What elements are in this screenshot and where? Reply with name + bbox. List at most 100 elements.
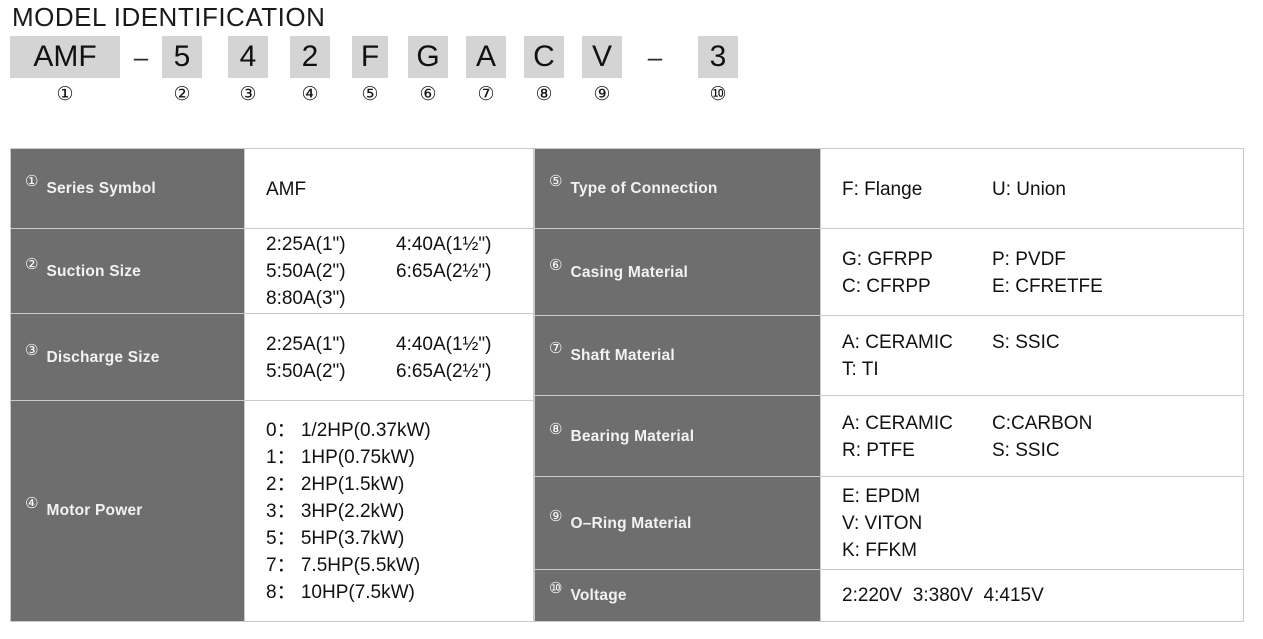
spec-label-text: Shaft Material <box>570 347 675 364</box>
spec-label-text: Series Symbol <box>46 180 156 197</box>
spec-value-line: 5:50A(2")6:65A(2½") <box>266 258 491 285</box>
spec-value-line: E: EPDM <box>842 483 922 510</box>
spec-value-line: 2:220V 3:380V 4:415V <box>842 582 1044 609</box>
table-row: ⑨ O–Ring Material E: EPDM V: VITON K: FFKM <box>535 477 1243 570</box>
row-divider <box>535 228 1243 229</box>
spec-value-col2: C:CARBON <box>992 412 1093 434</box>
spec-value-col1: 7： 7.5HP(5.5kW) <box>266 554 421 576</box>
row-divider <box>11 313 533 314</box>
row-divider <box>11 400 533 401</box>
row-divider <box>535 315 1243 316</box>
spec-value-col1: 2:220V 3:380V 4:415V <box>842 585 1044 606</box>
model-code-segment: 4 <box>228 36 268 78</box>
model-code-segment: 5 <box>162 36 202 78</box>
spec-value-col2: E: CFRETFE <box>992 275 1103 297</box>
spec-value-col1: 2:25A(1") <box>266 333 346 355</box>
spec-value-line: V: VITON <box>842 510 922 537</box>
spec-value-line: 2:25A(1")4:40A(1½") <box>266 331 491 358</box>
spec-value-col1: 8:80A(3") <box>266 288 346 309</box>
spec-value-line: 7： 7.5HP(5.5kW) <box>266 552 431 579</box>
spec-value-col2: 6:65A(2½") <box>396 261 492 282</box>
spec-value-line: 1： 1HP(0.75kW) <box>266 444 431 471</box>
spec-label-text: Suction Size <box>46 262 142 280</box>
model-code-index-mark: ⑨ <box>593 84 611 105</box>
spec-value-col1: 2:25A(1") <box>266 234 346 255</box>
row-divider <box>535 476 1243 477</box>
spec-value-line: C: CFRPP E: CFRETFE <box>842 273 1103 300</box>
spec-value-line: 2： 2HP(1.5kW) <box>266 471 431 498</box>
model-code-index-mark: ⑧ <box>535 84 553 105</box>
spec-index-mark: ④ <box>25 495 39 512</box>
spec-value-cell: 2:220V 3:380V 4:415V <box>820 570 1243 621</box>
model-code-segment: C <box>524 36 564 78</box>
spec-label-cell: ⑨ O–Ring Material <box>535 477 820 570</box>
spec-index-mark: ⑥ <box>549 256 563 274</box>
spec-value-col2: S: SSIC <box>992 332 1060 353</box>
model-code-index-mark: ④ <box>301 84 319 105</box>
spec-value-line: R: PTFE S: SSIC <box>842 437 1092 464</box>
spec-value-col1: K: FFKM <box>842 540 917 561</box>
spec-value-cell: AMF <box>244 149 533 229</box>
spec-value-col1: 2： 2HP(1.5kW) <box>266 473 405 495</box>
spec-value-col1: 5： 5HP(3.7kW) <box>266 527 405 549</box>
spec-value-col2: P: PVDF <box>992 248 1066 270</box>
spec-value-line: T: TI <box>842 356 1060 383</box>
spec-value-line: G: GFRPP P: PVDF <box>842 246 1103 273</box>
model-code-segment: A <box>466 36 506 78</box>
spec-value-line: 5： 5HP(3.7kW) <box>266 525 431 552</box>
spec-value-line: 0： 1/2HP(0.37kW) <box>266 417 431 444</box>
spec-value-cell: 2:25A(1")4:40A(1½")5:50A(2")6:65A(2½") <box>244 314 533 401</box>
spec-index-mark: ③ <box>25 341 39 359</box>
spec-value-col1: 1： 1HP(0.75kW) <box>266 446 415 468</box>
spec-label-cell: ⑦ Shaft Material <box>535 316 820 396</box>
model-code-index-mark: ⑤ <box>361 84 379 105</box>
model-code-index-mark: ⑦ <box>477 84 495 105</box>
spec-value-col1: R: PTFE <box>842 439 915 461</box>
model-code-segment: V <box>582 36 622 78</box>
spec-value-col1: AMF <box>266 178 307 200</box>
page-title: MODEL IDENTIFICATION <box>12 2 326 32</box>
spec-value-col1: 3： 3HP(2.2kW) <box>266 500 405 522</box>
spec-index-mark: ⑦ <box>549 340 563 357</box>
model-code-segment: G <box>408 36 448 78</box>
model-code-index-mark: ⑥ <box>419 84 437 105</box>
model-code-index-mark: ① <box>56 84 74 105</box>
spec-value-col1: V: VITON <box>842 513 923 534</box>
spec-value-col2: S: SSIC <box>992 439 1060 461</box>
spec-value-cell: E: EPDM V: VITON K: FFKM <box>820 477 1243 570</box>
spec-index-mark: ⑩ <box>549 579 563 597</box>
model-code-segment: 2 <box>290 36 330 78</box>
spec-label-text: O–Ring Material <box>570 514 692 532</box>
spec-value-line: 8： 10HP(7.5kW) <box>266 579 431 606</box>
spec-label-text: Type of Connection <box>570 180 718 197</box>
spec-value-col1: C: CFRPP <box>842 275 931 297</box>
spec-value-col1: G: GFRPP <box>842 248 933 270</box>
spec-value-cell: 0： 1/2HP(0.37kW)1： 1HP(0.75kW) 2： 2HP(1.5… <box>244 401 533 621</box>
model-code-segment: F <box>352 36 388 78</box>
model-code-index-mark: ③ <box>239 84 257 105</box>
row-divider <box>535 569 1243 570</box>
spec-index-mark: ⑨ <box>549 507 563 525</box>
model-code-index-mark: ② <box>173 84 191 105</box>
spec-value-col1: A: CERAMIC <box>842 412 953 434</box>
spec-value-col2: U: Union <box>992 178 1066 200</box>
model-code-separator: – <box>133 41 149 72</box>
spec-value-cell: G: GFRPP P: PVDF C: CFRPP E: CFRETFE <box>820 229 1243 316</box>
spec-value-col2: 4:40A(1½") <box>396 234 492 255</box>
